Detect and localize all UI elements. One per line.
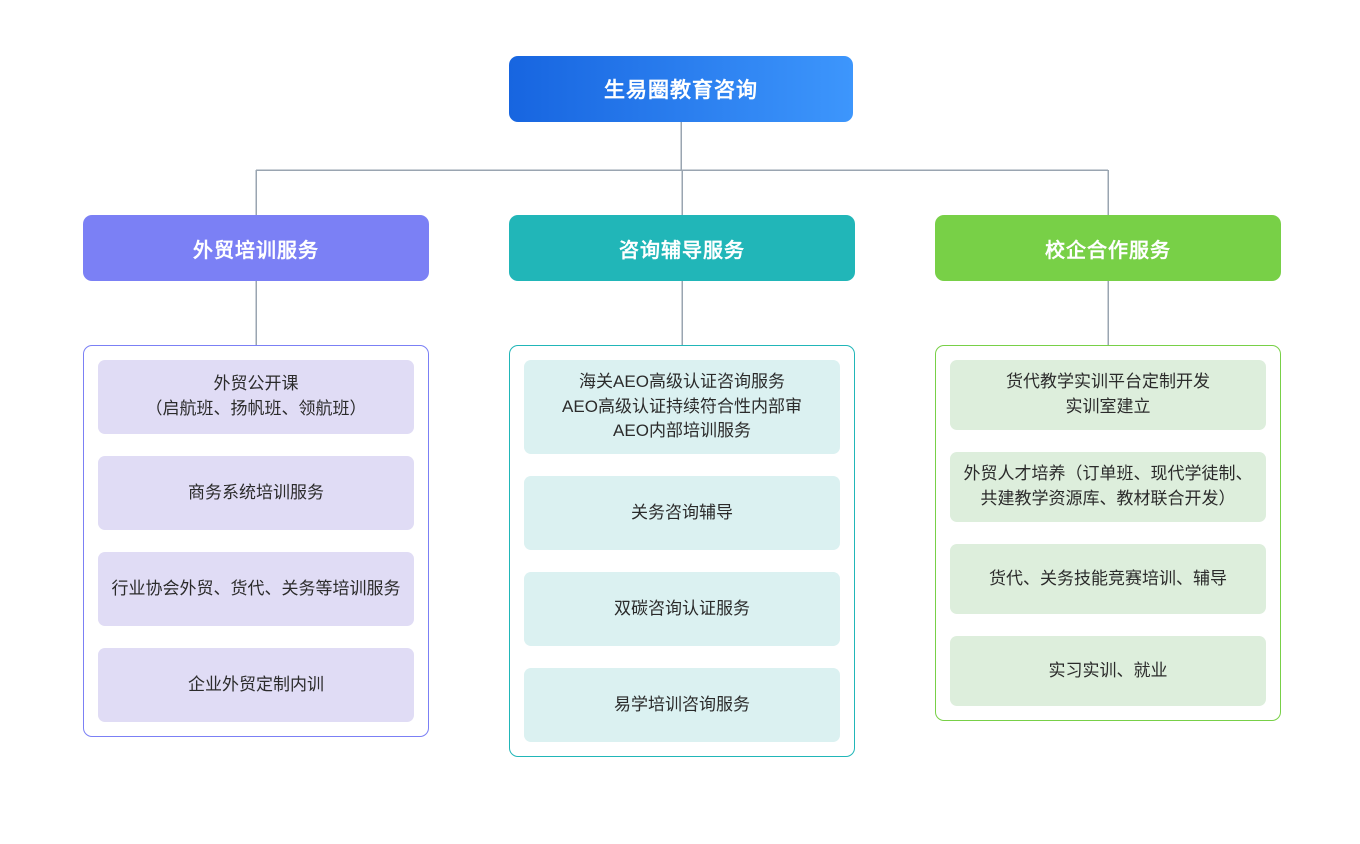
leaf-card[interactable]: 海关AEO高级认证咨询服务 AEO高级认证持续符合性内部审 AEO内部培训服务 — [524, 360, 840, 454]
leaf-card[interactable]: 外贸公开课 （启航班、扬帆班、领航班） — [98, 360, 414, 434]
leaf-card[interactable]: 关务咨询辅导 — [524, 475, 840, 550]
leaf-card-label: 商务系统培训服务 — [188, 482, 324, 502]
branch-body-waimao-peixun: 外贸公开课 （启航班、扬帆班、领航班） 商务系统培训服务 行业协会外贸、货代、关… — [83, 345, 429, 737]
branch-header-zixun-fudao[interactable]: 咨询辅导服务 — [509, 215, 855, 281]
leaf-card-label: 关务咨询辅导 — [631, 502, 733, 522]
leaf-card-label: 行业协会外贸、货代、关务等培训服务 — [111, 578, 401, 598]
branch-column-waimao-peixun: 外贸培训服务 外贸公开课 （启航班、扬帆班、领航班） 商务系统培训服务 行业协会… — [83, 215, 429, 737]
branch-body-zixun-fudao: 海关AEO高级认证咨询服务 AEO高级认证持续符合性内部审 AEO内部培训服务 … — [509, 345, 855, 757]
leaf-card[interactable]: 易学培训咨询服务 — [524, 667, 840, 742]
leaf-card[interactable]: 货代、关务技能竞赛培训、辅导 — [950, 544, 1266, 614]
branch-header-label: 咨询辅导服务 — [619, 239, 745, 262]
branch-header-label: 外贸培训服务 — [193, 239, 319, 262]
leaf-card[interactable]: 外贸人才培养（订单班、现代学徒制、共建教学资源库、教材联合开发） — [950, 452, 1266, 522]
leaf-card-label: 外贸公开课 （启航班、扬帆班、领航班） — [145, 374, 367, 418]
root-node-label: 生易圈教育咨询 — [604, 79, 758, 102]
leaf-card[interactable]: 企业外贸定制内训 — [98, 648, 414, 722]
branch-body-xiaoqi-hezuo: 货代教学实训平台定制开发 实训室建立 外贸人才培养（订单班、现代学徒制、共建教学… — [935, 345, 1281, 721]
leaf-card[interactable]: 商务系统培训服务 — [98, 456, 414, 530]
leaf-card-label: 海关AEO高级认证咨询服务 AEO高级认证持续符合性内部审 AEO内部培训服务 — [562, 372, 802, 441]
branch-column-xiaoqi-hezuo: 校企合作服务 货代教学实训平台定制开发 实训室建立 外贸人才培养（订单班、现代学… — [935, 215, 1281, 721]
leaf-card[interactable]: 双碳咨询认证服务 — [524, 571, 840, 646]
branch-column-zixun-fudao: 咨询辅导服务 海关AEO高级认证咨询服务 AEO高级认证持续符合性内部审 AEO… — [509, 215, 855, 757]
leaf-card-label: 实习实训、就业 — [1048, 660, 1168, 680]
leaf-card-label: 货代、关务技能竞赛培训、辅导 — [989, 568, 1227, 588]
leaf-card[interactable]: 货代教学实训平台定制开发 实训室建立 — [950, 360, 1266, 430]
leaf-card[interactable]: 实习实训、就业 — [950, 636, 1266, 706]
leaf-card-label: 企业外贸定制内训 — [188, 674, 324, 694]
branch-header-label: 校企合作服务 — [1045, 239, 1171, 262]
branch-header-waimao-peixun[interactable]: 外贸培训服务 — [83, 215, 429, 281]
leaf-card-label: 易学培训咨询服务 — [614, 694, 750, 714]
root-node[interactable]: 生易圈教育咨询 — [509, 56, 853, 122]
leaf-card-label: 外贸人才培养（订单班、现代学徒制、共建教学资源库、教材联合开发） — [963, 464, 1253, 508]
leaf-card-label: 双碳咨询认证服务 — [614, 598, 750, 618]
branch-header-xiaoqi-hezuo[interactable]: 校企合作服务 — [935, 215, 1281, 281]
leaf-card-label: 货代教学实训平台定制开发 实训室建立 — [1006, 372, 1210, 416]
leaf-card[interactable]: 行业协会外贸、货代、关务等培训服务 — [98, 552, 414, 626]
